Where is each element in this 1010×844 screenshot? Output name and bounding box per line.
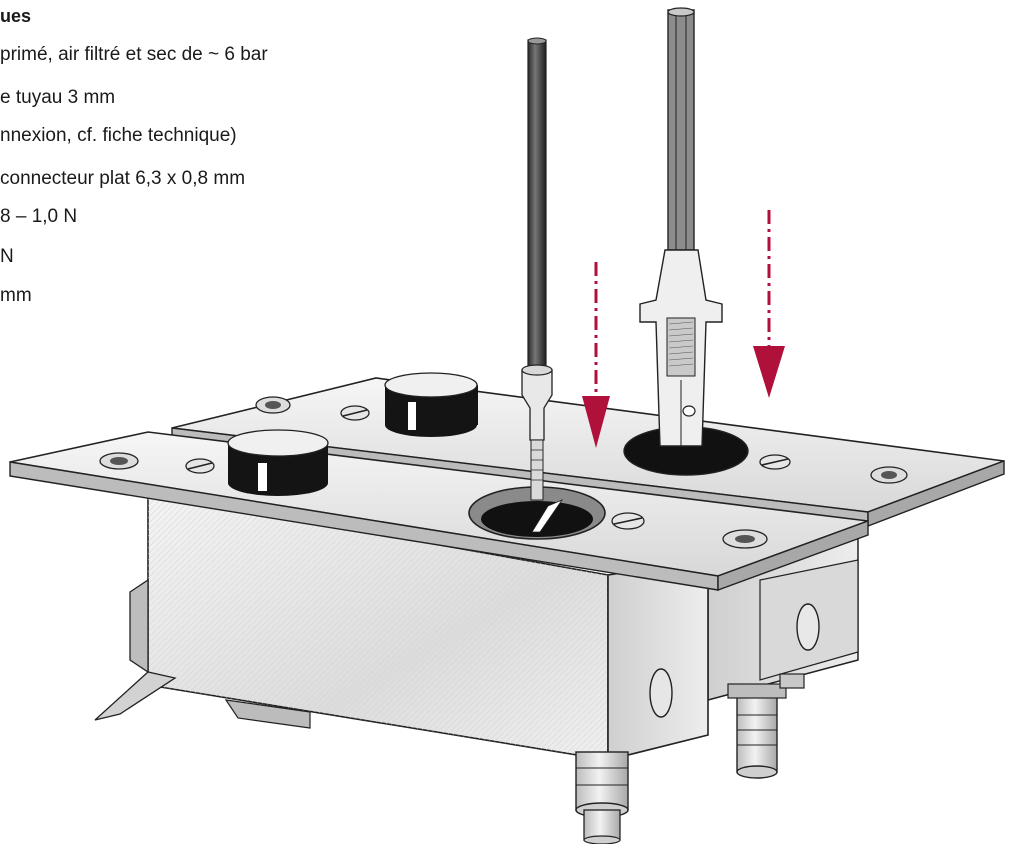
spec-line-dimension: mm — [0, 285, 32, 306]
front-box — [94, 492, 709, 762]
spec-line-connector: connecteur plat 6,3 x 0,8 mm — [0, 168, 246, 189]
probe — [521, 37, 553, 501]
spec-line-force-2: N — [0, 246, 14, 267]
spec-line-connection: nnexion, cf. fiche technique) — [0, 125, 237, 146]
cylinder-foot-front — [575, 751, 629, 844]
spec-line-force: 8 – 1,0 N — [0, 206, 78, 227]
knob-rear — [384, 372, 478, 437]
spec-line-hose: e tuyau 3 mm — [0, 87, 116, 108]
cylinder-foot-right — [727, 673, 805, 779]
insertion-arrow-icon — [753, 210, 785, 398]
front-plate — [9, 431, 869, 592]
knob-front — [227, 429, 329, 496]
spec-title: ues — [0, 6, 32, 26]
insertion-arrow-icon — [582, 262, 610, 448]
flat-connector — [639, 7, 723, 447]
spec-line-pressure: primé, air filtré et sec de ~ 6 bar — [0, 44, 268, 65]
